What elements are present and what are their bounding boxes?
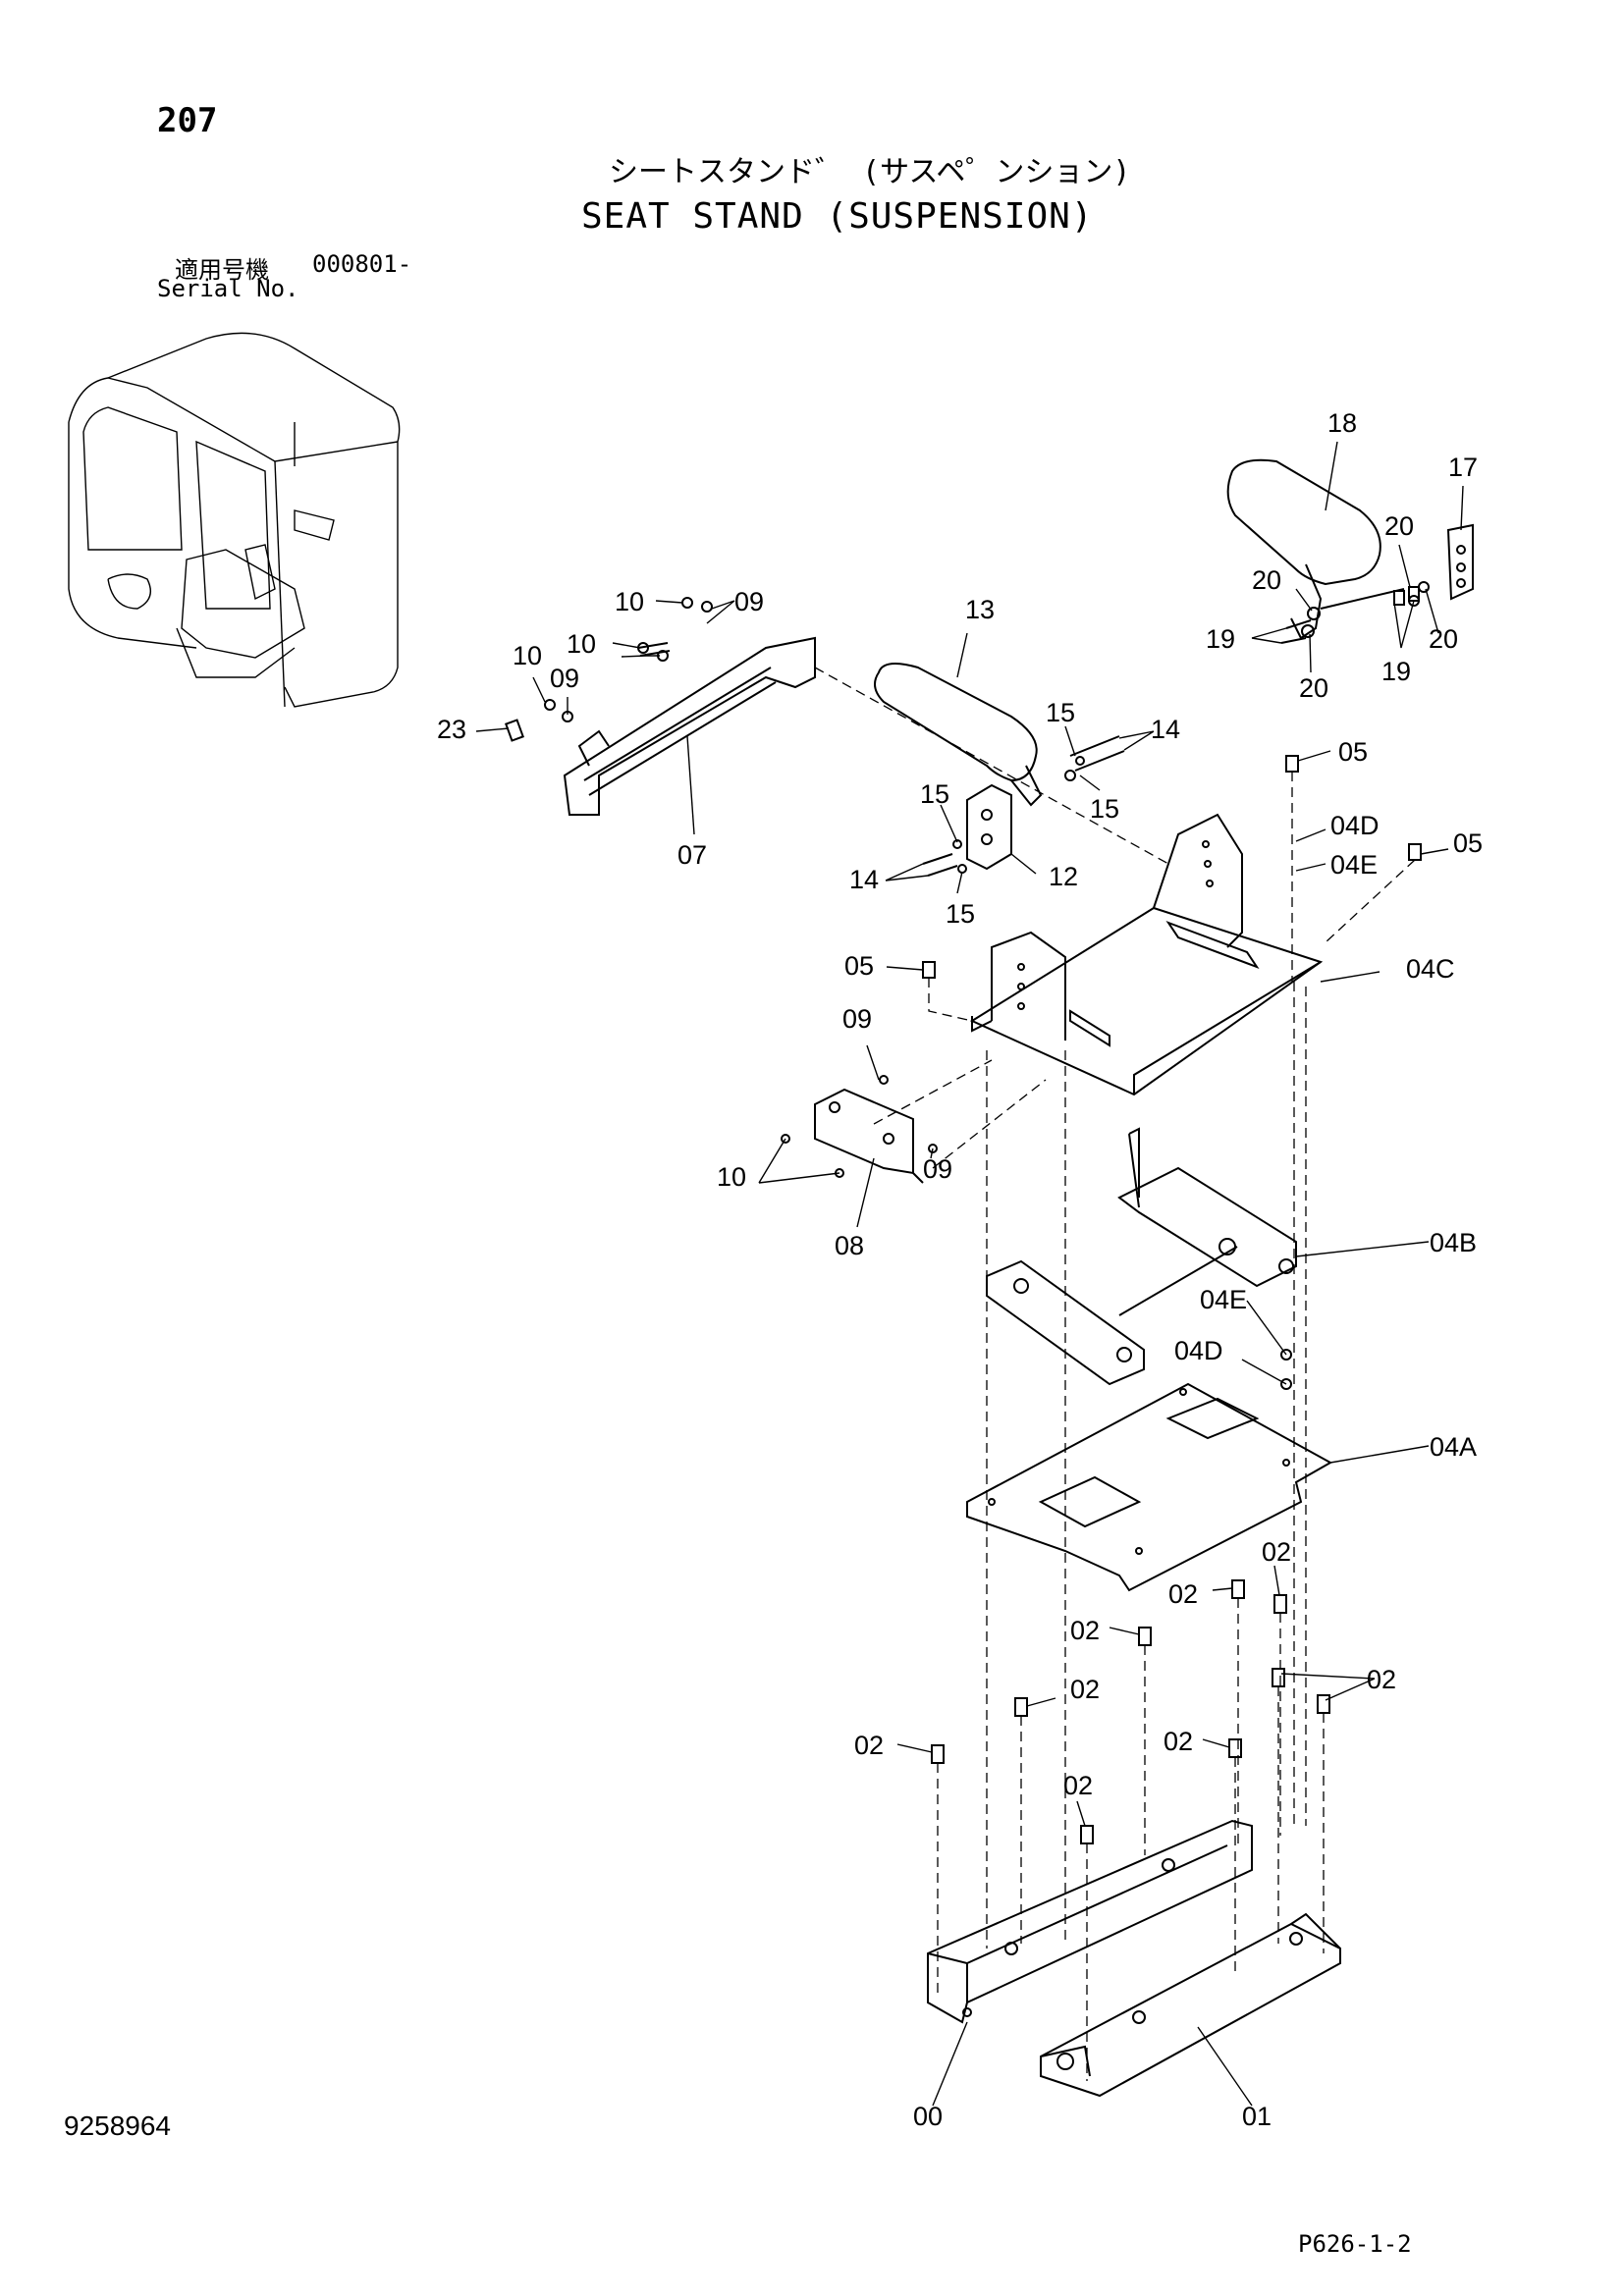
callout-14: 14 xyxy=(1151,715,1180,744)
callout-09: 09 xyxy=(734,587,764,616)
side-plate-08 xyxy=(781,1075,938,1184)
bracket-12 xyxy=(922,783,1012,877)
callout-04B: 04B xyxy=(1430,1228,1477,1257)
callout-05: 05 xyxy=(844,951,874,981)
slide-rail-07 xyxy=(505,597,1169,865)
callout-10: 10 xyxy=(717,1162,746,1192)
lower-frame-01 xyxy=(1040,1912,1341,2098)
callout-09: 09 xyxy=(923,1154,952,1184)
callout-17: 17 xyxy=(1448,453,1478,482)
alignment-lines xyxy=(873,772,1416,2081)
page-number: 207 xyxy=(157,101,218,140)
callout-02: 02 xyxy=(1063,1771,1093,1800)
callout-09: 09 xyxy=(550,664,579,693)
base-plate-04A xyxy=(966,1382,1333,1592)
callout-15: 15 xyxy=(1090,794,1119,824)
armrest-assembly-right xyxy=(1226,458,1474,644)
lower-frame-00 xyxy=(927,1819,1253,2024)
callout-15: 15 xyxy=(920,779,949,809)
callout-02: 02 xyxy=(1168,1579,1198,1609)
callout-08: 08 xyxy=(835,1231,864,1260)
callout-12: 12 xyxy=(1049,862,1078,891)
callout-09: 09 xyxy=(842,1004,872,1034)
callout-13: 13 xyxy=(965,595,995,624)
serial-label-japanese: 適用号機 xyxy=(175,256,269,284)
page-reference: P626-1-2 xyxy=(1298,2230,1412,2258)
callout-02: 02 xyxy=(1070,1616,1100,1645)
callout-07: 07 xyxy=(677,840,707,870)
seat-plate-04C xyxy=(969,813,1324,1096)
cab-thumbnail xyxy=(68,332,401,708)
callout-23: 23 xyxy=(437,715,466,744)
callout-02: 02 xyxy=(854,1731,884,1760)
callout-10: 10 xyxy=(513,641,542,670)
callout-04D: 04D xyxy=(1174,1336,1223,1365)
slide-assembly-04B xyxy=(986,1127,1297,1390)
callout-20: 20 xyxy=(1252,565,1281,595)
callout-labels: 18 17 20 20 19 20 20 19 13 10 09 10 10 0… xyxy=(437,408,1483,2131)
title-english: SEAT STAND (SUSPENSION) xyxy=(581,196,1094,237)
callout-01: 01 xyxy=(1242,2102,1272,2131)
leader-lines xyxy=(475,441,1464,2107)
callout-02: 02 xyxy=(1367,1665,1396,1694)
callout-04D: 04D xyxy=(1330,811,1380,840)
callout-19: 19 xyxy=(1206,624,1235,654)
armrest-assembly-center xyxy=(874,663,1125,807)
callout-04E: 04E xyxy=(1330,850,1378,880)
callout-18: 18 xyxy=(1327,408,1357,438)
callout-02: 02 xyxy=(1164,1727,1193,1756)
callout-05: 05 xyxy=(1453,828,1483,858)
callout-10: 10 xyxy=(615,587,644,616)
callout-04E: 04E xyxy=(1200,1285,1247,1314)
callout-20: 20 xyxy=(1299,673,1328,703)
callout-05: 05 xyxy=(1338,737,1368,767)
callout-20: 20 xyxy=(1384,511,1414,541)
callout-19: 19 xyxy=(1381,657,1411,686)
document-number: 9258964 xyxy=(64,2110,172,2141)
callout-04A: 04A xyxy=(1430,1432,1477,1462)
callout-04C: 04C xyxy=(1406,954,1455,984)
callout-10: 10 xyxy=(567,629,596,659)
callout-02: 02 xyxy=(1070,1675,1100,1704)
callout-15: 15 xyxy=(946,899,975,929)
serial-value: 000801- xyxy=(312,250,412,278)
callout-14: 14 xyxy=(849,865,879,894)
callout-15: 15 xyxy=(1046,698,1075,727)
serial-label-english: Serial No. xyxy=(157,275,299,302)
callout-00: 00 xyxy=(913,2102,943,2131)
callout-20: 20 xyxy=(1429,624,1458,654)
callout-02: 02 xyxy=(1262,1537,1291,1567)
title-japanese: シートスタンド゛ (サスペ゜ンション) xyxy=(609,155,1131,189)
